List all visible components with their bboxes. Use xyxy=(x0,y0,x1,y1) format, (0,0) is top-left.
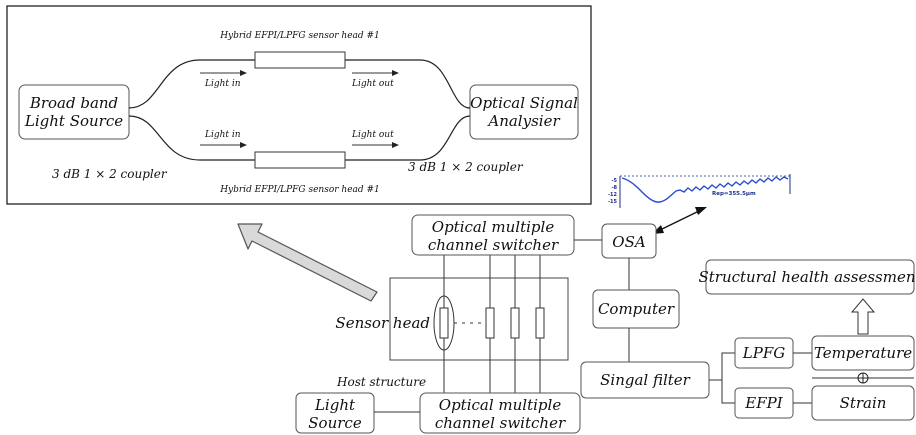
osa-spectrum-arrow xyxy=(652,207,707,234)
structural-health-label: Structural health assessment xyxy=(698,268,916,286)
light-out-bottom-label: Light out xyxy=(351,130,394,140)
light-in-bottom-label: Light in xyxy=(204,130,241,140)
light-in-bottom-arrowhead xyxy=(240,142,247,148)
computer-box xyxy=(592,289,680,329)
broad-band-source-box xyxy=(18,84,130,140)
fiber-left-top xyxy=(128,59,255,109)
filter-efpi-link xyxy=(721,380,735,404)
filter-lpfg-link xyxy=(709,352,735,381)
lpfg-label: LPFG xyxy=(742,344,785,362)
sensor-element-1 xyxy=(439,307,449,339)
optical-switcher-top-box xyxy=(411,214,575,256)
fiber-right-top xyxy=(345,59,471,109)
sensor-head-top xyxy=(254,51,346,69)
optical-signal-analyser-box xyxy=(469,84,579,140)
strain-box xyxy=(811,385,915,421)
spectrum-tick-4: -15 xyxy=(608,199,618,205)
osa-label: OSA xyxy=(612,233,646,251)
computer-label: Computer xyxy=(598,300,675,318)
light-out-bottom-arrowhead xyxy=(392,142,399,148)
light-source-label-1: Light xyxy=(314,396,356,414)
main-system: Sensor head Host structure Optical multi… xyxy=(295,214,916,434)
optical-switcher-bottom-box xyxy=(419,392,581,434)
spectrum-curve xyxy=(621,176,789,203)
fiber-left-bottom xyxy=(128,115,255,161)
light-in-top-label: Light in xyxy=(204,79,241,89)
light-out-top-label: Light out xyxy=(351,79,394,89)
efpi-label: EFPI xyxy=(744,394,783,412)
broad-band-label-1: Broad band xyxy=(29,94,118,112)
light-source-label-2: Source xyxy=(308,414,362,432)
broad-band-label-2: Light Source xyxy=(24,112,123,130)
temperature-box xyxy=(811,335,915,371)
up-arrow-icon xyxy=(850,298,876,335)
sensor-head-bottom-label: Hybrid EFPI/LPFG sensor head #1 xyxy=(219,185,380,195)
sensor-element-4 xyxy=(535,307,545,339)
zoom-pointer-arrow xyxy=(237,223,378,302)
spectrum-readout: Rep=355.5μm xyxy=(712,191,756,197)
coupler-left-label: 3 dB 1 × 2 coupler xyxy=(52,167,168,181)
structural-health-box xyxy=(705,259,915,295)
sensor-head-top-label: Hybrid EFPI/LPFG sensor head #1 xyxy=(219,31,380,41)
spectrum-plot: -5 -8 -12 -15 Rep=355.5μm xyxy=(608,174,791,208)
spectrum-tick-3: -12 xyxy=(608,192,618,198)
light-source-box xyxy=(295,392,375,434)
host-structure-label: Host structure xyxy=(336,375,426,389)
coupler-right-label: 3 dB 1 × 2 coupler xyxy=(408,160,524,174)
optical-switcher-bottom-label-2: channel switcher xyxy=(435,414,566,432)
optical-switcher-top-label-2: channel switcher xyxy=(428,236,559,254)
fiber-right-bottom xyxy=(345,115,471,161)
sensor-element-2 xyxy=(485,307,495,339)
light-in-top-arrowhead xyxy=(240,70,247,76)
optical-switcher-top-label-1: Optical multiple xyxy=(432,218,555,236)
spectrum-tick-1: -5 xyxy=(611,178,617,184)
sensor-head-bottom xyxy=(254,151,346,169)
light-out-top-arrowhead xyxy=(392,70,399,76)
signal-filter-label: Singal filter xyxy=(600,371,691,389)
spectrum-tick-2: -8 xyxy=(611,185,617,191)
optical-switcher-bottom-label-1: Optical multiple xyxy=(439,396,562,414)
inset-panel: Broad band Light Source Optical Signal A… xyxy=(6,5,592,205)
sensor-element-3 xyxy=(510,307,520,339)
temperature-label: Temperature xyxy=(814,344,912,362)
analyser-label-2: Analysier xyxy=(486,112,560,130)
analyser-label-1: Optical Signal xyxy=(470,94,578,112)
strain-label: Strain xyxy=(840,394,887,412)
sensor-head-label: Sensor head xyxy=(335,314,430,332)
